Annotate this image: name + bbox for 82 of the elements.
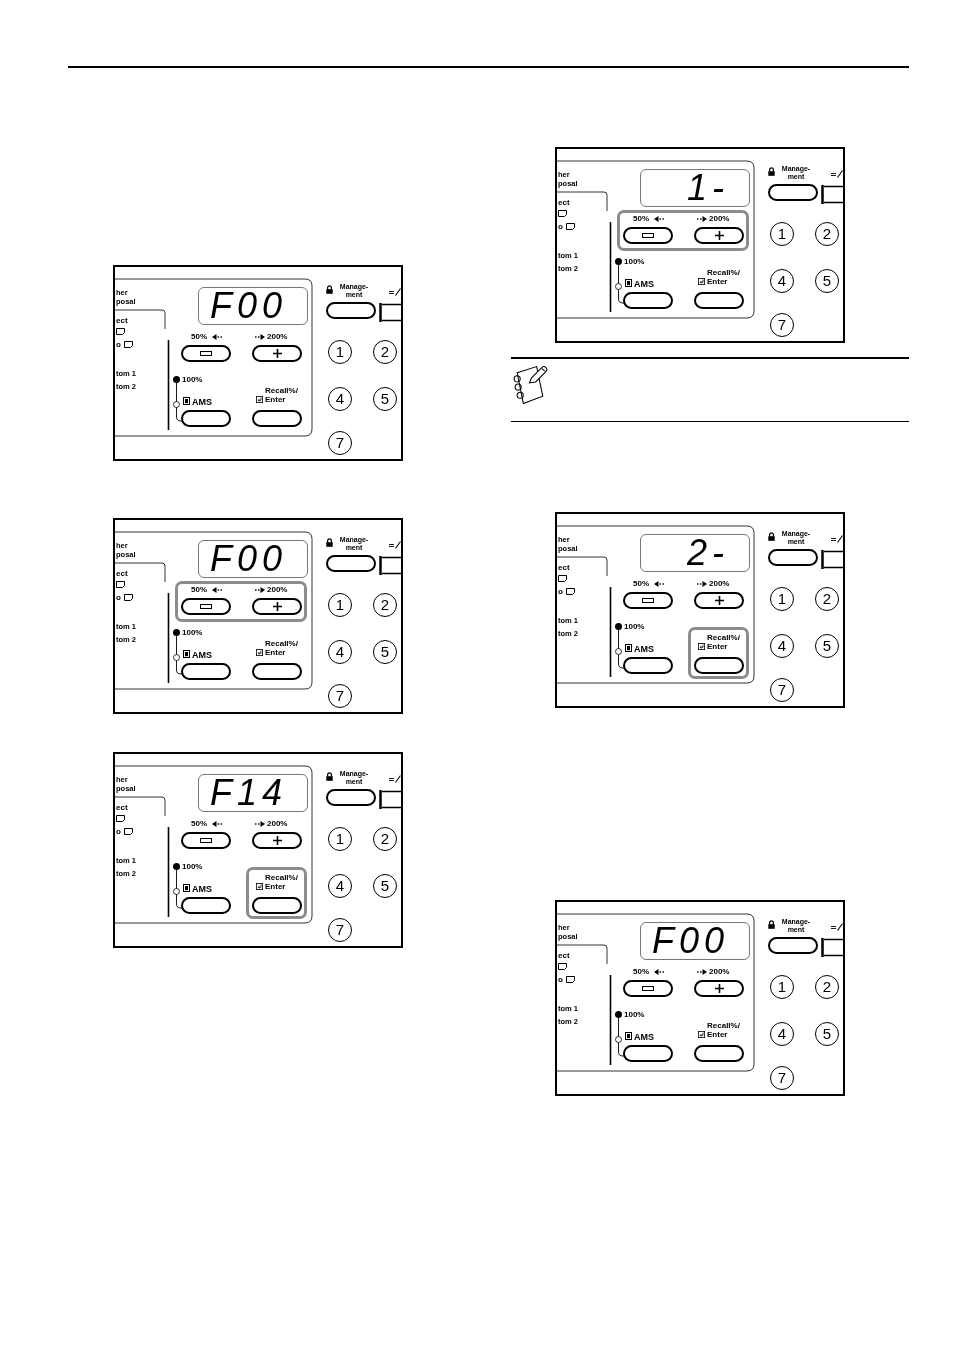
key-label: 50% — [633, 579, 649, 588]
number-key: 5 — [815, 269, 839, 293]
panel-label: 100% — [624, 622, 645, 631]
number-key: 4 — [770, 1022, 794, 1046]
panel-label: o — [558, 587, 563, 596]
panel-label: o — [116, 340, 121, 349]
digit-display: F14 — [198, 774, 308, 812]
number-key: 4 — [770, 634, 794, 658]
number-key: 4 — [328, 874, 352, 898]
number-key: 7 — [328, 431, 352, 455]
panel-label: ect — [558, 198, 570, 207]
number-key: 1 — [770, 222, 794, 246]
key-label: Recall%/ Enter — [707, 633, 741, 651]
panel-label: 100% — [182, 628, 203, 637]
panel-label: 100% — [624, 257, 645, 266]
number-key: 4 — [328, 640, 352, 664]
panel-label: ect — [116, 803, 128, 812]
highlight-frame — [617, 210, 749, 251]
panel-label: o — [558, 222, 563, 231]
key-label: 50% — [633, 967, 649, 976]
number-key: 5 — [373, 387, 397, 411]
key-label: 200% — [267, 819, 288, 828]
digit-display: 2- — [640, 534, 750, 572]
digit-display: 1- — [640, 169, 750, 207]
key-label: 50% — [191, 585, 207, 594]
number-key: 2 — [373, 593, 397, 617]
key-label: Recall%/ Enter — [265, 639, 299, 657]
key-label: AMS — [192, 397, 212, 407]
panel-label: 100% — [182, 375, 203, 384]
number-key: 2 — [373, 340, 397, 364]
key-label: AMS — [192, 884, 212, 894]
number-key: 7 — [328, 918, 352, 942]
highlight-frame — [175, 581, 307, 622]
number-key: 5 — [373, 640, 397, 664]
key-label: 200% — [267, 332, 288, 341]
key-label: 200% — [709, 967, 730, 976]
key-label: 200% — [709, 214, 730, 223]
panel-label: 100% — [624, 1010, 645, 1019]
highlight-frame — [246, 867, 307, 919]
panel-label: ect — [116, 569, 128, 578]
key-label: 50% — [191, 332, 207, 341]
key-label: 200% — [267, 585, 288, 594]
number-key: 2 — [815, 587, 839, 611]
key-label: AMS — [192, 650, 212, 660]
panel-label: ect — [558, 951, 570, 960]
key-label: AMS — [634, 1032, 654, 1042]
key-label: Recall%/ Enter — [707, 268, 741, 286]
number-key: 4 — [328, 387, 352, 411]
number-key: 1 — [328, 340, 352, 364]
panel-label: ect — [558, 563, 570, 572]
key-label: Recall%/ Enter — [707, 1021, 741, 1039]
number-key: 2 — [373, 827, 397, 851]
number-key: 5 — [815, 1022, 839, 1046]
number-key: 1 — [770, 975, 794, 999]
panel-label: o — [558, 975, 563, 984]
number-key: 7 — [770, 313, 794, 337]
number-key: 4 — [770, 269, 794, 293]
panel-label: o — [116, 593, 121, 602]
number-key: 1 — [770, 587, 794, 611]
number-key: 2 — [815, 975, 839, 999]
panel-label: ect — [116, 316, 128, 325]
number-key: 5 — [373, 874, 397, 898]
number-key: 7 — [770, 1066, 794, 1090]
panel-label: 100% — [182, 862, 203, 871]
digit-display: F00 — [198, 287, 308, 325]
key-label: 50% — [633, 214, 649, 223]
digit-display: F00 — [198, 540, 308, 578]
key-label: 50% — [191, 819, 207, 828]
number-key: 5 — [815, 634, 839, 658]
key-label: AMS — [634, 279, 654, 289]
key-label: 200% — [709, 579, 730, 588]
key-label: Recall%/ Enter — [265, 386, 299, 404]
number-key: 1 — [328, 827, 352, 851]
highlight-frame — [688, 627, 749, 679]
key-label: AMS — [634, 644, 654, 654]
number-key: 7 — [328, 684, 352, 708]
digit-display: F00 — [640, 922, 750, 960]
key-label: Recall%/ Enter — [265, 873, 299, 891]
number-key: 7 — [770, 678, 794, 702]
number-key: 1 — [328, 593, 352, 617]
panel-label: o — [116, 827, 121, 836]
number-key: 2 — [815, 222, 839, 246]
